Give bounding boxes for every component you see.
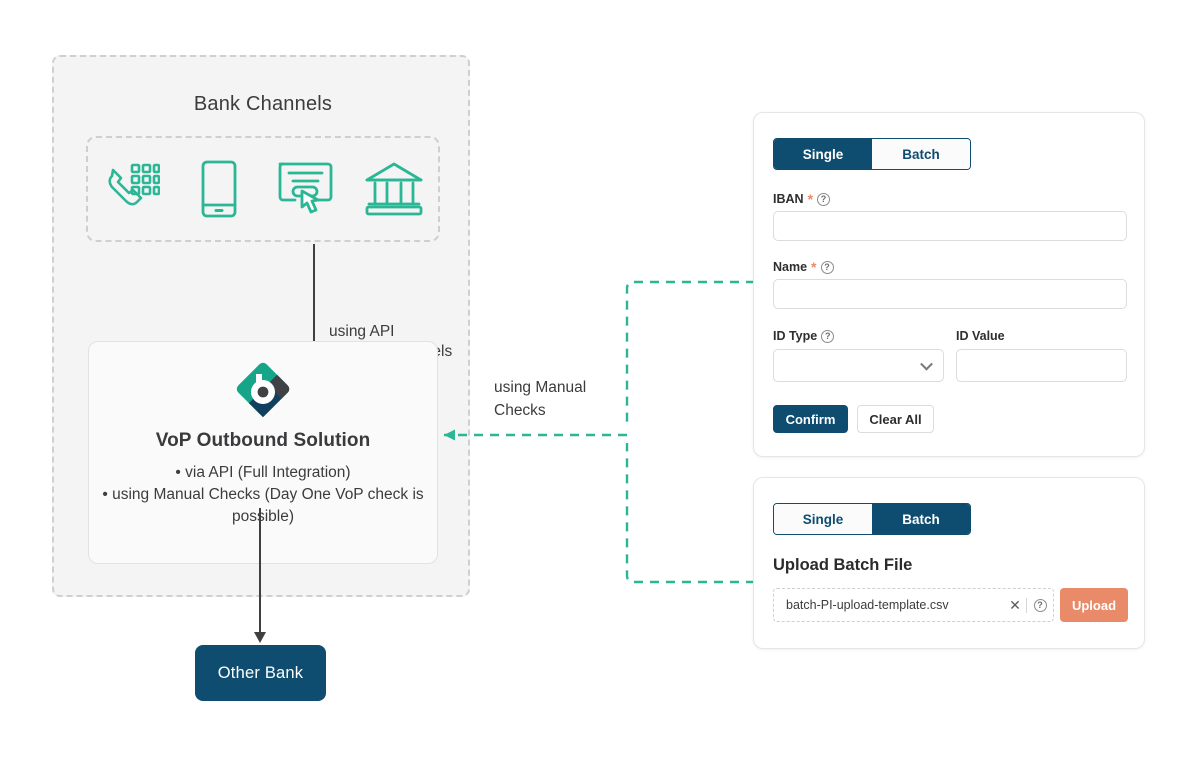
single-check-card: Single Batch IBAN * ? Name * ? ID Type ?…: [753, 112, 1145, 457]
iban-help-icon[interactable]: ?: [817, 192, 831, 206]
batch-upload-card: Single Batch Upload Batch File batch-PI-…: [753, 477, 1145, 649]
id-type-help-icon[interactable]: ?: [821, 329, 835, 343]
other-bank-arrow: [254, 508, 266, 643]
id-value-label: ID Value: [956, 329, 1005, 343]
manual-label-line1: using Manual: [494, 379, 587, 396]
id-value-input[interactable]: [956, 349, 1127, 382]
divider: [1026, 597, 1027, 613]
clear-all-button[interactable]: Clear All: [857, 405, 934, 433]
id-type-label-group: ID Type ?: [773, 329, 835, 343]
id-type-label: ID Type: [773, 329, 818, 343]
online-banking-click-icon: [274, 156, 340, 222]
manual-label-line2: Checks: [494, 402, 546, 419]
name-help-icon[interactable]: ?: [820, 260, 834, 274]
chevron-down-icon: [920, 357, 933, 371]
iban-label-group: IBAN * ?: [773, 191, 831, 207]
tab-single[interactable]: Single: [774, 139, 872, 169]
bank-building-icon: [361, 156, 427, 222]
list-item: • using Manual Checks (Day One VoP check…: [102, 486, 424, 525]
single-card-tabs: Single Batch: [773, 138, 971, 170]
confirm-button[interactable]: Confirm: [773, 405, 848, 433]
vop-bullet-0: via API (Full Integration): [185, 464, 351, 481]
batch-card-tabs: Single Batch: [773, 503, 971, 535]
other-bank-label: Other Bank: [217, 663, 304, 682]
iban-required-marker: *: [807, 191, 814, 207]
name-input[interactable]: [773, 279, 1127, 309]
name-required-marker: *: [811, 259, 817, 275]
name-label: Name: [773, 260, 808, 274]
vop-outbound-solution-card: VoP Outbound Solution • via API (Full In…: [88, 341, 438, 564]
manual-checks-connector-label: using Manual Checks: [494, 376, 644, 422]
vop-title: VoP Outbound Solution: [155, 430, 371, 451]
list-item: • via API (Full Integration): [175, 464, 351, 481]
id-type-select[interactable]: [773, 349, 944, 382]
other-bank-node: Other Bank: [195, 645, 326, 701]
iban-label: IBAN: [773, 192, 804, 206]
tab-batch[interactable]: Batch: [872, 139, 970, 169]
file-help-icon-wrap[interactable]: ?: [1027, 598, 1053, 612]
tab-single[interactable]: Single: [774, 504, 872, 534]
tab-batch[interactable]: Batch: [872, 504, 970, 534]
phone-keypad-icon: [99, 156, 165, 222]
api-label-line1: using API: [329, 323, 395, 340]
upload-batch-file-heading: Upload Batch File: [773, 556, 913, 574]
bank-channels-panel: Bank Channels: [52, 55, 470, 597]
name-label-group: Name * ?: [773, 260, 834, 274]
upload-button[interactable]: Upload: [1060, 588, 1128, 622]
channels-icon-group: [86, 136, 440, 242]
vop-bullet-1: using Manual Checks (Day One VoP check i…: [112, 486, 424, 525]
bank-channels-title: Bank Channels: [193, 93, 333, 115]
close-icon[interactable]: ✕: [1009, 596, 1021, 613]
file-name-label: batch-PI-upload-template.csv: [786, 598, 949, 612]
mobile-phone-icon: [186, 156, 252, 222]
id-value-label-group: ID Value: [956, 329, 1005, 343]
file-chip[interactable]: batch-PI-upload-template.csv ✕ ?: [773, 588, 1054, 622]
iban-input[interactable]: [773, 211, 1127, 241]
vop-diamond-b-logo: [234, 360, 292, 418]
file-help-icon[interactable]: ?: [1033, 598, 1047, 612]
vop-feature-list: • via API (Full Integration) • using Man…: [98, 462, 428, 528]
